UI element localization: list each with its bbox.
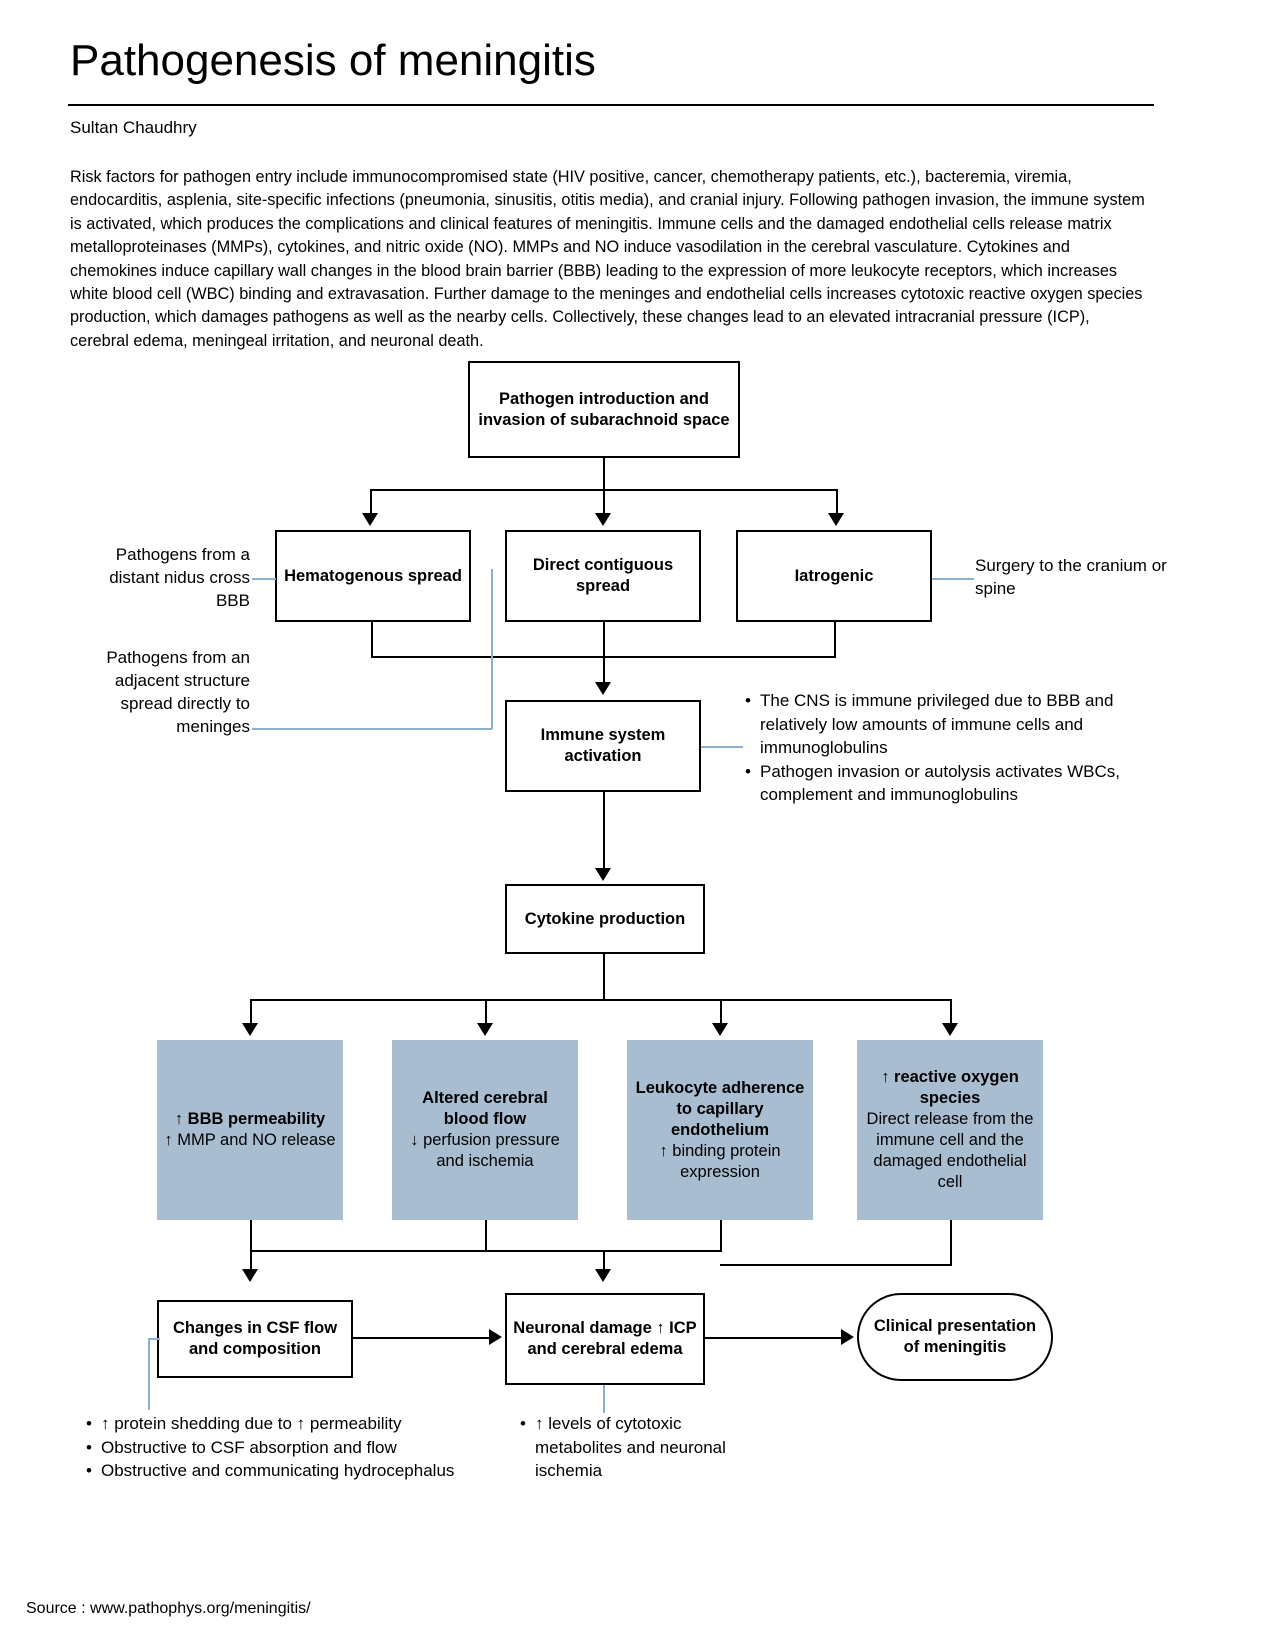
node-pathogen-introduction: Pathogen introduction and invasion of su… [468, 361, 740, 458]
node-hematogenous-spread: Hematogenous spread [275, 530, 471, 622]
node-label: Pathogen introduction and invasion of su… [478, 389, 730, 429]
leader-adjacent-vertical [491, 569, 493, 729]
title-divider [68, 104, 1154, 106]
node-changes-in-csf-flow: Changes in CSF flow and composition [157, 1300, 353, 1378]
node-neuronal-damage: Neuronal damage ↑ ICP and cerebral edema [505, 1293, 705, 1385]
connector-to-reactive-oxygen [950, 999, 953, 1025]
annotation-surgery: Surgery to the cranium or spine [975, 556, 1167, 598]
connector-bloodflow-left [250, 1250, 487, 1253]
connector-leukocyte-down [720, 1220, 723, 1252]
annotation-distant-nidus: Pathogens from a distant nidus cross BBB [109, 545, 250, 610]
source-footer: Source : www.pathophys.org/meningitis/ [26, 1600, 311, 1617]
leader-adjacent-horizontal [252, 728, 492, 730]
connector-to-blood-flow [485, 999, 488, 1025]
annotation-adjacent-structure: Pathogens from an adjacent structure spr… [106, 648, 250, 736]
node-label: Cytokine production [524, 909, 686, 928]
node-sublabel: ↑ MMP and NO release [164, 1131, 336, 1149]
list-item: ↑ protein shedding due to ↑ permeability [86, 1412, 516, 1436]
node-label: ↑ BBB permeability [174, 1110, 326, 1128]
connector-cytokine-bus [250, 999, 950, 1002]
connector-to-hematogenous [370, 489, 373, 515]
arrowhead-neuronal-from-csf [489, 1329, 502, 1345]
arrowhead-hematogenous [362, 513, 378, 526]
connector-csf-to-neuronal [353, 1337, 490, 1340]
connector-immune-to-cytokine [603, 792, 606, 870]
leader-csf-notes [148, 1338, 150, 1410]
connector-neuronal-stem [603, 1250, 606, 1272]
node-label: Changes in CSF flow and composition [172, 1319, 338, 1358]
node-altered-cerebral-blood-flow: Altered cerebral blood flow ↓ perfusion … [392, 1040, 578, 1220]
connector-cytokine-trunk [603, 954, 606, 1000]
node-sublabel: ↑ binding protein expression [659, 1141, 781, 1181]
list-item: Obstructive and communicating hydrocepha… [86, 1459, 516, 1483]
node-direct-contiguous-spread: Direct contiguous spread [505, 530, 701, 622]
node-iatrogenic: Iatrogenic [736, 530, 932, 622]
list-item: Pathogen invasion or autolysis activates… [745, 760, 1145, 807]
node-reactive-oxygen-species: ↑ reactive oxygen species Direct release… [857, 1040, 1043, 1220]
arrowhead-clinical-presentation [841, 1329, 854, 1345]
annotation-neuronal-notes: ↑ levels of cytotoxic metabolites and ne… [520, 1412, 730, 1483]
leader-neuronal-notes [603, 1385, 605, 1413]
list-item: Obstructive to CSF absorption and flow [86, 1436, 516, 1460]
connector-iatro-down [834, 622, 837, 658]
annotation-immune-notes: The CNS is immune privileged due to BBB … [745, 689, 1145, 807]
node-sublabel: Direct release from the immune cell and … [866, 1110, 1034, 1191]
connector-ros-left [720, 1264, 952, 1267]
arrowhead-reactive-oxygen [942, 1023, 958, 1036]
author-name: Sultan Chaudhry [70, 118, 197, 137]
node-label: Direct contiguous spread [532, 556, 674, 595]
node-leukocyte-adherence: Leukocyte adherence to capillary endothe… [627, 1040, 813, 1220]
body-paragraph: Risk factors for pathogen entry include … [70, 168, 1145, 350]
connector-to-direct [603, 489, 606, 515]
node-bbb-permeability: ↑ BBB permeability ↑ MMP and NO release [157, 1040, 343, 1220]
node-immune-system-activation: Immune system activation [505, 700, 701, 792]
node-label: Neuronal damage ↑ ICP and cerebral edema [513, 1319, 697, 1358]
node-sublabel: ↓ perfusion pressure and ischemia [410, 1131, 560, 1170]
node-label: Immune system activation [540, 726, 666, 765]
list-item: ↑ levels of cytotoxic metabolites and ne… [520, 1412, 730, 1483]
arrowhead-csf-from-bbb [242, 1269, 258, 1282]
leader-immune-notes [701, 746, 743, 748]
list-item: The CNS is immune privileged due to BBB … [745, 689, 1145, 760]
page-title: Pathogenesis of meningitis [70, 36, 596, 85]
arrowhead-cytokine [595, 868, 611, 881]
arrowhead-leukocyte [712, 1023, 728, 1036]
connector-neuronal-to-clinical [705, 1337, 842, 1340]
arrowhead-bbb [242, 1023, 258, 1036]
arrowhead-immune-activation [595, 682, 611, 695]
connector-bloodflow-down [485, 1220, 488, 1252]
leader-surgery [932, 578, 974, 580]
arrowhead-neuronal-damage [595, 1269, 611, 1282]
annotation-csf-notes: ↑ protein shedding due to ↑ permeability… [86, 1412, 516, 1483]
leader-distant-nidus [252, 578, 276, 580]
arrowhead-blood-flow [477, 1023, 493, 1036]
node-label: Altered cerebral blood flow [422, 1089, 548, 1128]
connector-ros-down [950, 1220, 953, 1266]
node-label: Iatrogenic [794, 566, 874, 585]
leader-csf-notes-top [148, 1338, 160, 1340]
node-label: Hematogenous spread [284, 566, 462, 585]
node-label: Clinical presentation of meningitis [873, 1317, 1037, 1356]
connector-hema-down [371, 622, 374, 658]
connector-bbb-down [250, 1220, 253, 1272]
node-clinical-presentation: Clinical presentation of meningitis [857, 1293, 1053, 1381]
arrowhead-iatrogenic [828, 513, 844, 526]
connector-to-iatrogenic [836, 489, 839, 515]
connector-to-leukocyte [720, 999, 723, 1025]
connector-direct-down [603, 622, 606, 684]
node-label: ↑ reactive oxygen species [881, 1068, 1019, 1107]
node-cytokine-production: Cytokine production [505, 884, 705, 954]
connector-to-bbb [250, 999, 253, 1025]
connector-intro-trunk [603, 458, 606, 490]
node-label: Leukocyte adherence to capillary endothe… [635, 1078, 805, 1139]
arrowhead-direct [595, 513, 611, 526]
